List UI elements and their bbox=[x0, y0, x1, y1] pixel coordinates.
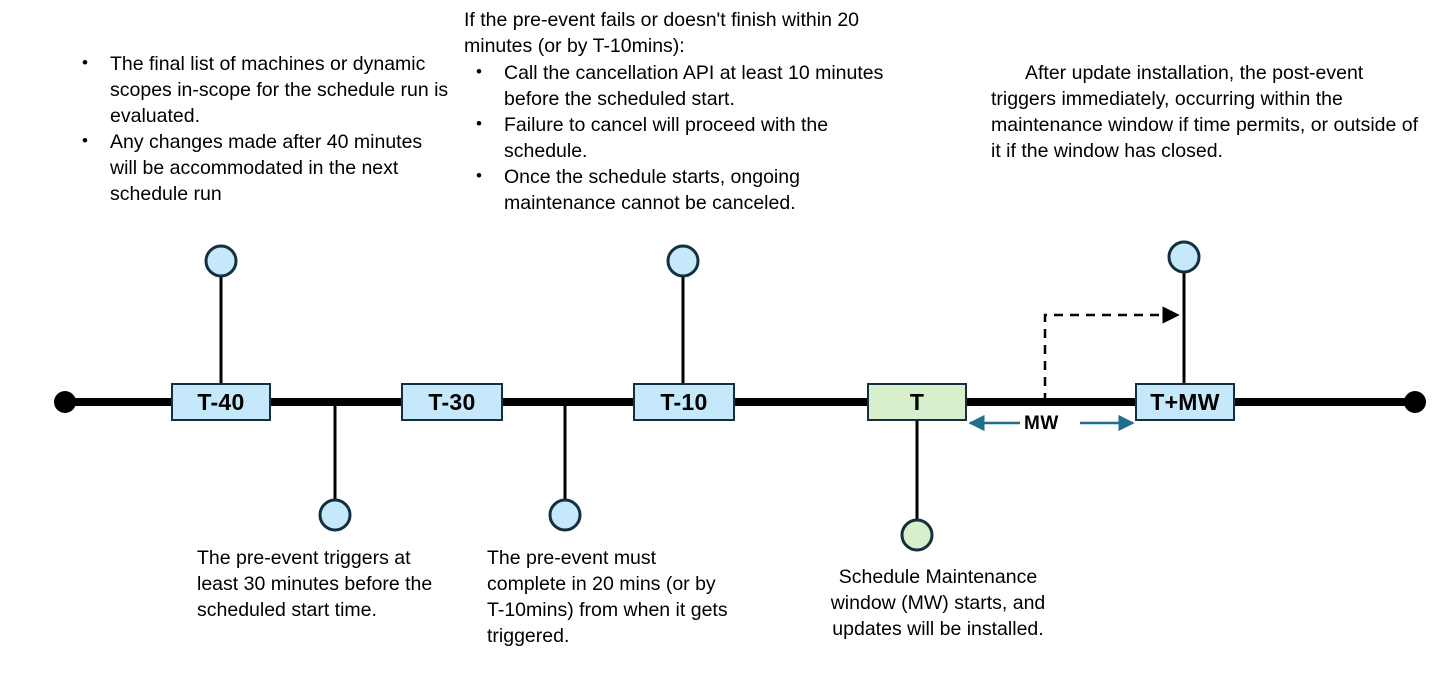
marker-pre-event-trigger-circle bbox=[318, 498, 352, 532]
timeline-start-dot bbox=[54, 391, 76, 413]
timeline-node-t-minus-30[interactable]: T-30 bbox=[401, 383, 503, 421]
note-top-right: After update installation, the post-even… bbox=[991, 62, 1424, 162]
note-top-middle-list: Call the cancellation API at least 10 mi… bbox=[464, 59, 916, 216]
note-top-left: The final list of machines or dynamic sc… bbox=[70, 50, 450, 207]
timeline-node-t-minus-40[interactable]: T-40 bbox=[171, 383, 271, 421]
list-item: Once the schedule starts, ongoing mainte… bbox=[464, 163, 916, 216]
timeline-end-dot bbox=[1404, 391, 1426, 413]
note-bottom-left: The pre-event triggers at least 30 minut… bbox=[197, 547, 438, 621]
list-item: The final list of machines or dynamic sc… bbox=[70, 50, 450, 129]
note-top-middle-lead: If the pre-event fails or doesn't finish… bbox=[464, 9, 860, 57]
post-event-dashed-arrow bbox=[1043, 306, 1180, 402]
marker-pre-event-complete-circle bbox=[548, 498, 582, 532]
marker-mw-start-circle bbox=[900, 518, 934, 552]
marker-t40-circle bbox=[204, 244, 238, 278]
timeline-node-t-plus-mw-label: T+MW bbox=[1150, 388, 1220, 415]
timeline-node-t-plus-mw[interactable]: T+MW bbox=[1135, 383, 1235, 421]
timeline-node-t-minus-10[interactable]: T-10 bbox=[633, 383, 735, 421]
timeline-node-t-minus-40-label: T-40 bbox=[197, 388, 245, 415]
note-top-middle: If the pre-event fails or doesn't finish… bbox=[464, 7, 916, 216]
timeline-node-t[interactable]: T bbox=[867, 383, 967, 421]
list-item: Failure to cancel will proceed with the … bbox=[464, 111, 916, 164]
marker-tmw-circle bbox=[1167, 240, 1201, 274]
list-item: Call the cancellation API at least 10 mi… bbox=[464, 59, 916, 112]
note-top-left-list: The final list of machines or dynamic sc… bbox=[70, 50, 450, 207]
marker-t10-circle bbox=[666, 244, 700, 278]
timeline-node-t-minus-10-label: T-10 bbox=[660, 388, 708, 415]
timeline-node-t-label: T bbox=[909, 388, 925, 415]
timeline-node-t-minus-30-label: T-30 bbox=[428, 388, 476, 415]
mw-span-label: MW bbox=[1024, 413, 1059, 434]
note-bottom-right: Schedule Maintenance window (MW) starts,… bbox=[830, 566, 1051, 640]
list-item: Any changes made after 40 minutes will b… bbox=[70, 128, 450, 207]
note-bottom-middle: The pre-event must complete in 20 mins (… bbox=[487, 547, 734, 647]
